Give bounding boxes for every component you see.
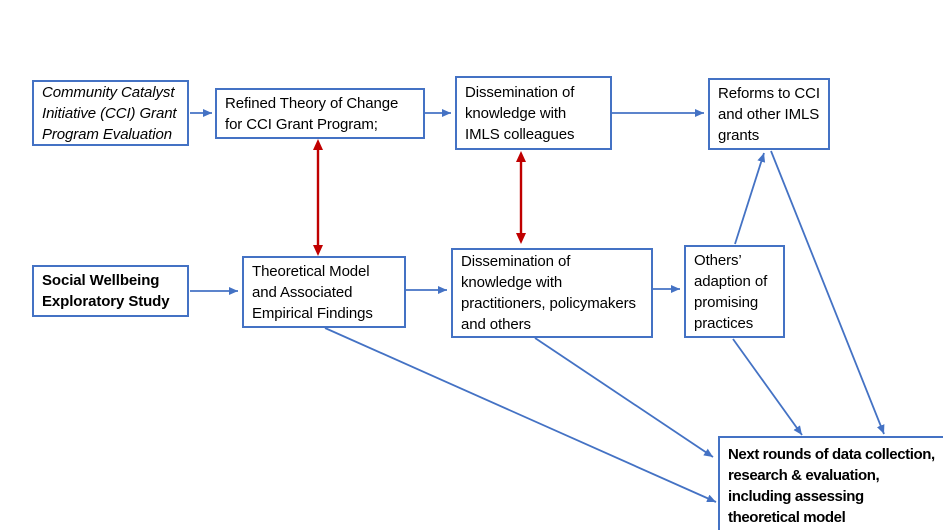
box-label: Community Catalyst Initiative (CCI) Gran…: [42, 83, 177, 143]
box-dissemination-imls-colleagues: Dissemination of knowledge with IMLS col…: [455, 76, 612, 150]
box-label: Dissemination of knowledge with practiti…: [461, 253, 636, 333]
box-label: Reforms to CCI and other IMLS grants: [718, 84, 820, 144]
box-label: Theoretical Model and Associated Empiric…: [252, 262, 373, 322]
arrow-theoretical-model-to-next-rounds: [324, 327, 717, 503]
box-theoretical-model: Theoretical Model and Associated Empiric…: [242, 256, 406, 328]
box-label: Social Wellbeing Exploratory Study: [42, 272, 170, 310]
double-arrow-imls-practitioner-dissemination: [516, 151, 526, 244]
box-label: Dissemination of knowledge with IMLS col…: [465, 83, 575, 143]
box-others-adaption: Others’ adaption of promising practices: [684, 245, 785, 338]
box-dissemination-practitioners: Dissemination of knowledge with practiti…: [451, 248, 653, 338]
box-label: Others’ adaption of promising practices: [694, 251, 768, 332]
double-arrow-refined-theory-theoretical-model: [313, 139, 323, 256]
box-next-rounds: Next rounds of data collection, research…: [718, 436, 943, 530]
box-refined-theory-of-change: Refined Theory of Change for CCI Grant P…: [215, 88, 425, 139]
box-label: Refined Theory of Change for CCI Grant P…: [225, 94, 399, 133]
arrow-others-adaption-to-reforms: [734, 152, 766, 245]
box-label: Next rounds of data collection, research…: [728, 446, 935, 526]
box-cci-grant-program-evaluation: Community Catalyst Initiative (CCI) Gran…: [32, 80, 189, 146]
arrow-reforms-to-next-rounds: [770, 150, 885, 435]
arrow-others-adaption-to-next-rounds: [732, 338, 803, 436]
box-reforms-imls-grants: Reforms to CCI and other IMLS grants: [708, 78, 830, 150]
box-social-wellbeing-study: Social Wellbeing Exploratory Study: [32, 265, 189, 317]
arrow-practitioner-dissemination-to-next-rounds: [534, 337, 714, 458]
